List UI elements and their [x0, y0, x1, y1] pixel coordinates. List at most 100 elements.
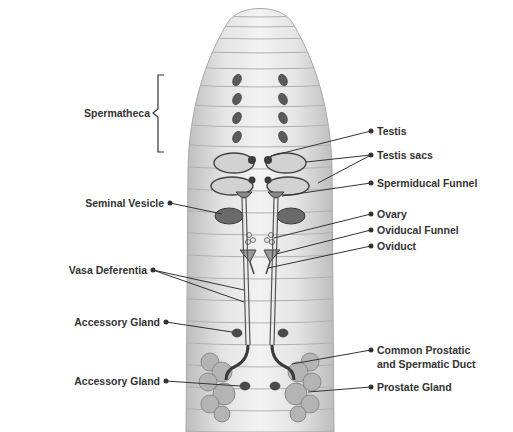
accessory-gland	[270, 382, 280, 390]
segment-line	[170, 50, 350, 53]
leader-dot	[369, 153, 374, 158]
leader-line	[166, 381, 240, 386]
leader-line	[318, 155, 371, 183]
spermatheca-sac	[277, 92, 289, 106]
vas-deferens	[270, 198, 274, 345]
testis	[248, 156, 256, 164]
part-label: Accessory Gland	[74, 374, 160, 388]
vasa-deferentia	[242, 198, 278, 345]
bracket	[153, 75, 164, 152]
leader-lines	[153, 131, 371, 392]
leader-dot	[369, 212, 374, 217]
leader-line	[166, 322, 232, 332]
segment-line	[170, 386, 350, 389]
leader-dot	[369, 181, 374, 186]
spermatheca-sac	[277, 73, 289, 87]
oviducts	[250, 262, 270, 274]
common-duct	[272, 345, 294, 380]
vas-deferens	[274, 198, 278, 345]
leader-line	[308, 387, 371, 392]
spermatheca-sac	[231, 130, 243, 144]
part-label: Testis sacs	[377, 148, 433, 162]
ovary-lobe	[265, 238, 270, 243]
part-label: Oviducal Funnel	[377, 223, 459, 237]
segment-line	[170, 166, 350, 169]
part-label: Accessory Gland	[74, 315, 160, 329]
segment-line	[170, 124, 350, 127]
leader-dot	[369, 228, 374, 233]
testis	[265, 177, 272, 184]
segment-line	[170, 104, 350, 107]
segment-line	[170, 298, 350, 301]
leader-line	[276, 230, 371, 254]
ovary-lobe	[246, 240, 251, 245]
part-label: Spermiducal Funnel	[377, 176, 477, 190]
segment-line	[170, 36, 350, 39]
testis-sacs	[211, 153, 309, 195]
leader-dot	[369, 129, 374, 134]
leader-dot	[369, 348, 374, 353]
oviducal-funnels	[240, 250, 280, 262]
accessory-glands	[232, 329, 288, 390]
vas-deferens	[246, 198, 250, 345]
leader-line	[271, 131, 371, 156]
accessory-gland	[232, 329, 242, 337]
spermatheca-sac	[277, 111, 289, 125]
oviduct	[250, 262, 254, 274]
prostate-lobe	[290, 406, 306, 422]
spermiducal-funnel	[268, 192, 284, 198]
part-label: Prostate Gland	[377, 380, 452, 394]
accessory-gland	[240, 382, 250, 390]
leader-dot	[164, 320, 169, 325]
prostate-lobe	[214, 406, 230, 422]
spermiducal-funnel	[236, 192, 252, 198]
leader-line	[153, 270, 244, 290]
segment-line	[170, 188, 350, 191]
common-ducts	[226, 345, 294, 380]
leader-line	[153, 270, 244, 302]
leader-line	[274, 214, 371, 238]
spermiducal-funnels	[236, 192, 284, 198]
spermatheca-sac	[231, 92, 243, 106]
leader-dots	[151, 129, 374, 390]
worm-body	[186, 9, 334, 432]
segment-line	[170, 84, 350, 87]
segment-line	[170, 430, 350, 432]
part-label: Testis	[377, 124, 407, 138]
seminal-vesicle	[215, 208, 243, 224]
part-label: Spermatheca	[84, 106, 150, 120]
segment-line	[170, 66, 350, 69]
prostate-glands	[199, 353, 321, 422]
leader-dot	[151, 268, 156, 273]
leader-line	[292, 350, 371, 364]
spermatheca-sac	[231, 111, 243, 125]
segment-line	[170, 24, 350, 27]
ovary-lobe	[270, 240, 275, 245]
segment-line	[170, 408, 350, 411]
segment-line	[170, 14, 350, 17]
leader-line	[282, 183, 371, 196]
leader-line	[268, 246, 371, 268]
segment-line	[170, 364, 350, 367]
leader-dot	[369, 244, 374, 249]
testes	[248, 156, 272, 184]
spermatheca-sac	[231, 73, 243, 87]
segment-line	[170, 144, 350, 147]
testis-sac	[214, 153, 254, 173]
leader-line	[170, 203, 222, 214]
segment-line	[170, 232, 350, 235]
spermathecae	[231, 73, 289, 144]
part-label: Oviduct	[377, 239, 416, 253]
spermatheca-sac	[277, 130, 289, 144]
leader-line	[306, 155, 371, 162]
part-label: Seminal Vesicle	[85, 196, 164, 210]
part-label: Ovary	[377, 207, 407, 221]
segment-line	[170, 210, 350, 213]
common-duct	[226, 345, 248, 380]
ovaries	[246, 233, 275, 245]
body-segments	[170, 14, 350, 432]
testis	[264, 156, 272, 164]
leader-dot	[369, 385, 374, 390]
segment-line	[170, 320, 350, 323]
